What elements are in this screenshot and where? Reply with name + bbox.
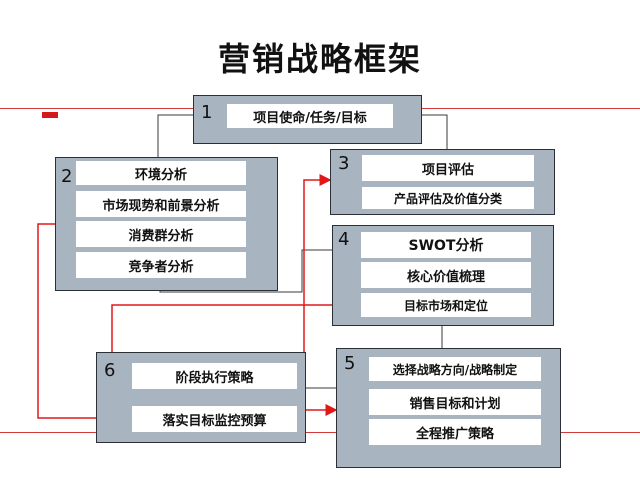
box-2-number: 2: [61, 166, 73, 187]
label-product-value-classification: 产品评估及价值分类: [362, 187, 534, 209]
decorative-red-mark: [42, 112, 58, 118]
label-swot-analysis: SWOT分析: [361, 232, 531, 258]
label-budget-monitoring: 落实目标监控预算: [132, 406, 297, 432]
box-6-execution: 6 阶段执行策略 落实目标监控预算: [96, 352, 306, 443]
box-5-number: 5: [344, 353, 356, 374]
label-phase-execution-strategy: 阶段执行策略: [132, 363, 297, 389]
label-core-value: 核心价值梳理: [361, 262, 531, 288]
box-2-environment-analysis: 2 环境分析 市场现势和前景分析 消费群分析 竞争者分析: [55, 157, 278, 291]
box-6-number: 6: [104, 360, 116, 381]
label-environment-analysis: 环境分析: [76, 161, 246, 185]
box-1-mission: 1 项目使命/任务/目标: [193, 95, 422, 144]
label-sales-targets-plan: 销售目标和计划: [369, 389, 541, 415]
label-project-evaluation: 项目评估: [362, 155, 534, 181]
box-4-swot-analysis: 4 SWOT分析 核心价值梳理 目标市场和定位: [332, 225, 554, 326]
label-market-prospect-analysis: 市场现势和前景分析: [76, 191, 246, 217]
label-promotion-strategy: 全程推广策略: [369, 419, 541, 445]
box-4-number: 4: [338, 229, 350, 250]
label-consumer-analysis: 消费群分析: [76, 221, 246, 247]
red-arrow-to-box3: [303, 174, 332, 410]
box-5-strategy: 5 选择战略方向/战略制定 销售目标和计划 全程推广策略: [336, 348, 561, 468]
box-1-number: 1: [201, 102, 213, 123]
box-3-number: 3: [338, 153, 350, 174]
connector-1-to-2: [157, 114, 193, 158]
box-3-project-evaluation: 3 项目评估 产品评估及价值分类: [330, 149, 555, 215]
page-title: 营销战略框架: [217, 40, 422, 78]
connector-1-to-3: [422, 114, 448, 149]
label-mission-tasks-goals: 项目使命/任务/目标: [227, 104, 393, 128]
decorative-line-bottom: [0, 432, 640, 433]
label-competitor-analysis: 竞争者分析: [76, 252, 246, 278]
label-strategic-direction: 选择战略方向/战略制定: [369, 357, 541, 381]
label-target-market-positioning: 目标市场和定位: [361, 293, 531, 317]
